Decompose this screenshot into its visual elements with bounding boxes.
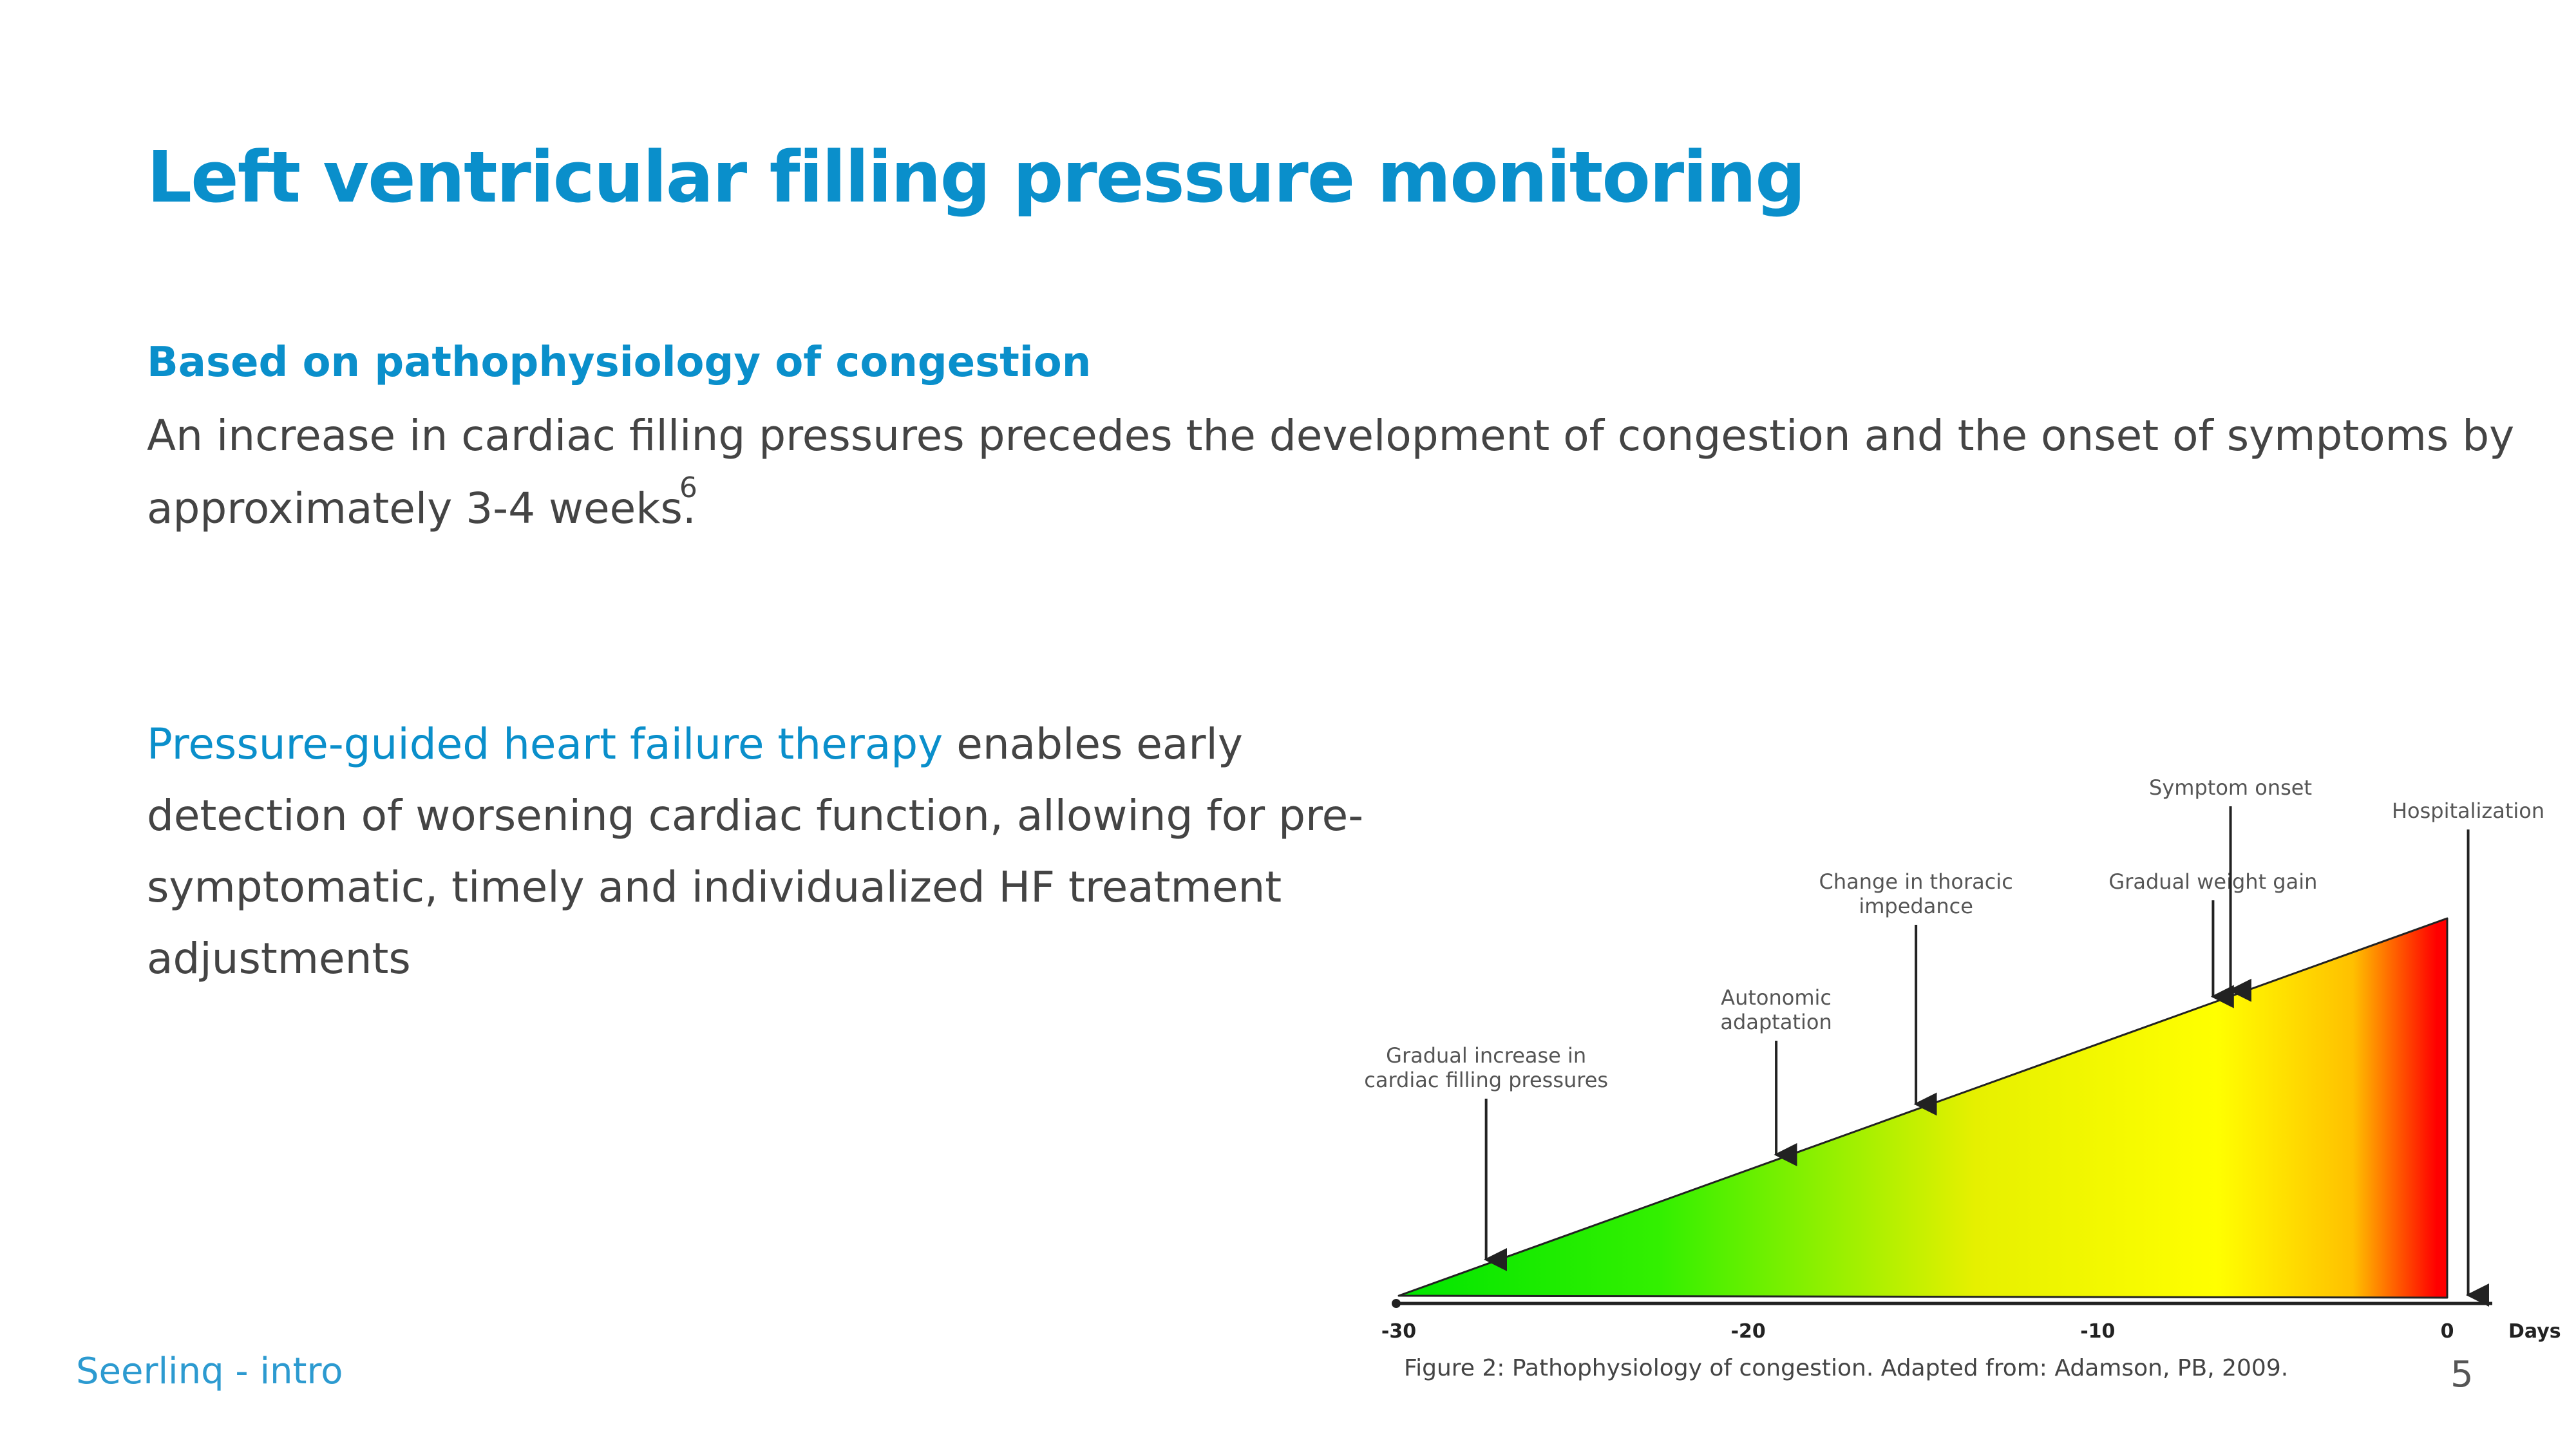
event-label: Change in thoracic (1819, 869, 2013, 894)
event-annotation: Hospitalization (2392, 799, 2544, 1307)
therapy-paragraph-text: enables early detection of worsening car… (147, 719, 1364, 983)
event-label: Hospitalization (2392, 799, 2544, 823)
section-subheading: Based on pathophysiology of congestion (147, 339, 1092, 386)
therapy-paragraph: Pressure-guided heart failure therapy en… (147, 708, 1409, 994)
pressure-ramp (1397, 917, 2448, 1299)
reference-superscript: 6 (679, 471, 697, 504)
event-label: Gradual increase in (1386, 1043, 1586, 1068)
axis-tick-label: -20 (1731, 1320, 1766, 1343)
slide-title: Left ventricular filling pressure monito… (147, 136, 1806, 218)
event-label: impedance (1859, 894, 1973, 918)
axis-tick-label: 0 (2441, 1320, 2454, 1343)
event-label: Gradual weight gain (2108, 869, 2317, 894)
page-number: 5 (2450, 1354, 2474, 1396)
axis-tick-labels: -30 -20 -10 0 (1381, 1320, 2454, 1343)
time-axis-start-dot (1392, 1299, 1401, 1308)
axis-tick-label: -30 (1381, 1320, 1416, 1343)
event-label: cardiac filling pressures (1364, 1068, 1608, 1092)
event-annotation: Symptom onset (2149, 775, 2312, 1002)
therapy-highlight: Pressure-guided heart failure therapy (147, 719, 943, 769)
axis-unit-label: Days (2508, 1320, 2561, 1343)
event-label: Autonomic (1721, 985, 1832, 1010)
intro-paragraph-text: An increase in cardiac filling pressures… (147, 411, 2515, 533)
axis-tick-label: -10 (2080, 1320, 2115, 1343)
event-annotation: Gradual weight gain (2108, 869, 2317, 1009)
congestion-timeline-diagram: -30 -20 -10 0 Days Gradual increase incardi… (1364, 775, 2561, 1343)
event-label: Symptom onset (2149, 775, 2312, 800)
event-label: adaptation (1720, 1010, 1832, 1034)
footer-deck-name: Seerlinq - intro (76, 1350, 343, 1392)
intro-paragraph: An increase in cardiac filling pressures… (147, 399, 2543, 545)
figure-caption: Figure 2: Pathophysiology of congestion.… (1404, 1355, 2289, 1381)
